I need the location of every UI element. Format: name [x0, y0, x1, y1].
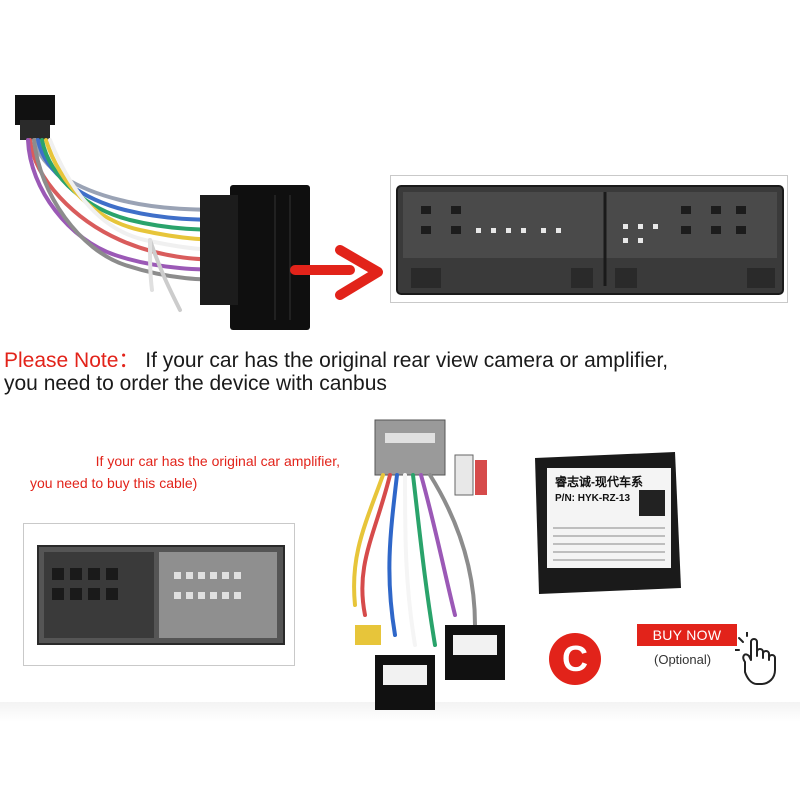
canbus-decoder-image: 睿志诚-现代车系 P/N: HYK-RZ-13	[525, 448, 685, 598]
option-c-badge: C	[549, 633, 601, 685]
optional-label: (Optional)	[654, 652, 712, 667]
canbus-part-number: P/N: HYK-RZ-13	[555, 493, 631, 504]
hand-pointer-icon	[735, 632, 776, 685]
note-text-1: If your car has the original rear view c…	[139, 349, 669, 372]
note-line-2: you need to order the device with canbus	[4, 372, 387, 395]
note-line-1: Please Note： If your car has the origina…	[4, 344, 668, 374]
buy-now-button[interactable]: BUY NOW	[637, 624, 737, 646]
wiring-harness-image	[15, 95, 310, 330]
amplifier-caption-line-2: you need to buy this cable)	[30, 475, 198, 491]
amplifier-connector-image	[23, 523, 295, 666]
bottom-background	[0, 702, 800, 800]
arrow-right-icon	[290, 245, 383, 300]
amplifier-caption-line-1: If your car has the original car amplifi…	[95, 453, 340, 469]
canbus-harness-image	[352, 419, 505, 710]
connector-pinout-image	[390, 175, 788, 303]
note-label: Please Note：	[4, 349, 140, 372]
amplifier-caption: If your car has the original car amplifi…	[30, 450, 350, 494]
canbus-brand-label: 睿志诚-现代车系	[555, 475, 643, 489]
